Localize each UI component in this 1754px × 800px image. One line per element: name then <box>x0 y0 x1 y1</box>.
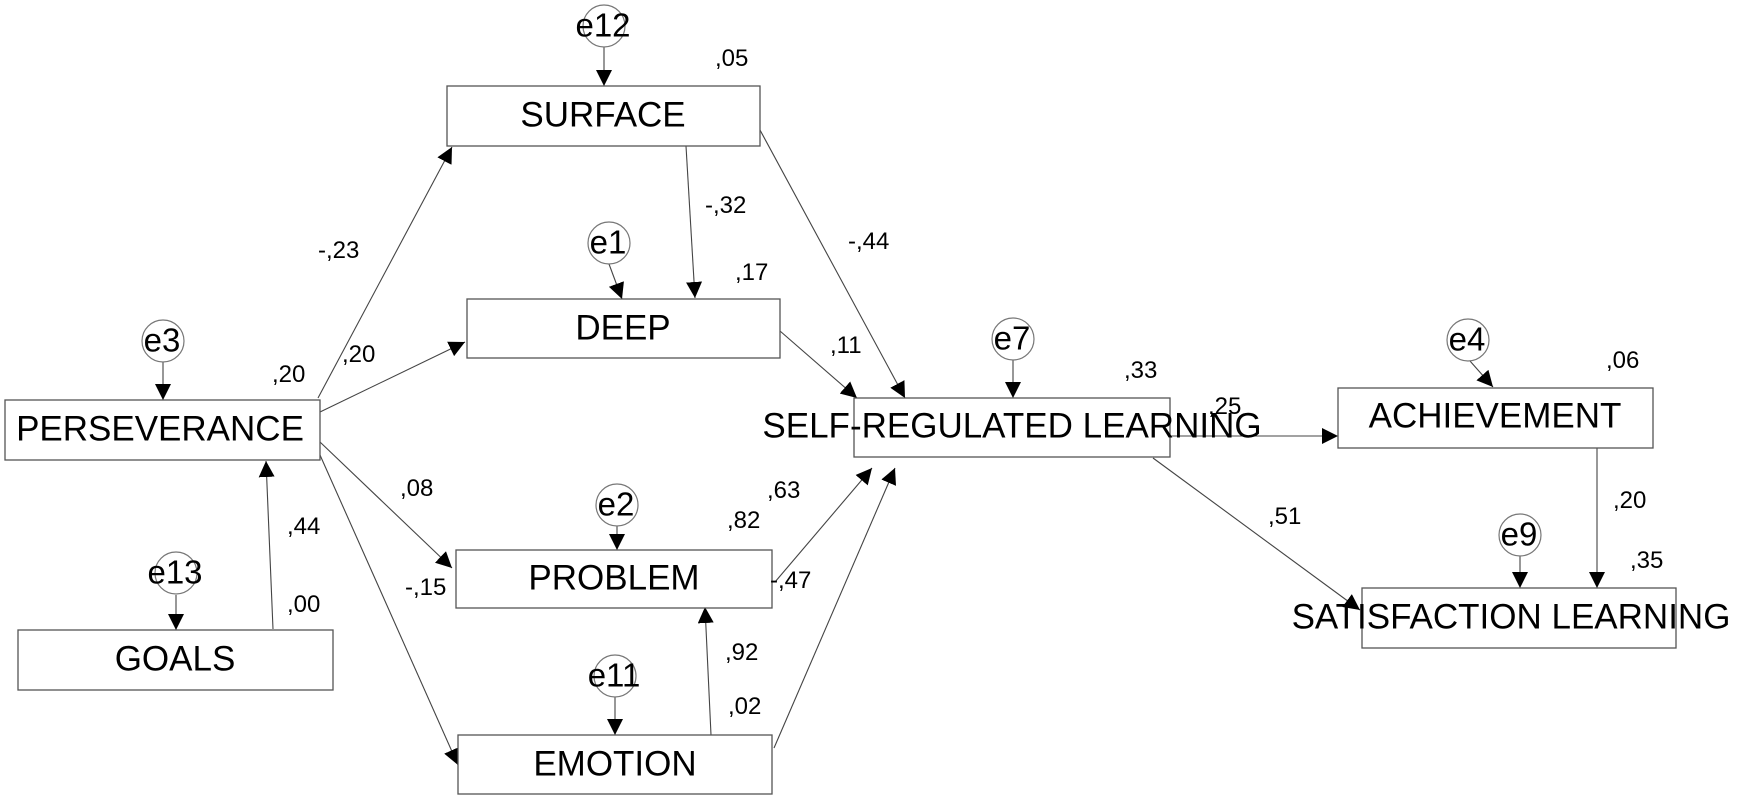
node-label-perseverance: PERSEVERANCE <box>16 409 304 448</box>
error-label-e1: e1 <box>590 224 627 261</box>
error-label-e3: e3 <box>144 322 181 359</box>
coef-emotion-srl: -,47 <box>770 567 811 594</box>
coef-deep-srl: ,11 <box>830 332 862 359</box>
coef-perseverance-problem: ,08 <box>400 475 433 502</box>
r2-surface: ,05 <box>715 45 748 72</box>
node-label-problem: PROBLEM <box>528 558 699 597</box>
error-e13: e13 <box>147 551 203 595</box>
coef-achievement-satisfaction: ,20 <box>1613 487 1646 514</box>
error-e7: e7 <box>991 317 1035 361</box>
node-label-goals: GOALS <box>115 639 236 678</box>
coef-srl-achievement: ,25 <box>1208 393 1241 420</box>
node-surface: SURFACE <box>446 85 761 147</box>
error-e1: e1 <box>587 221 631 265</box>
path-perseverance-emotion <box>319 454 459 766</box>
error-label-e13: e13 <box>147 554 202 591</box>
r2-achievement: ,06 <box>1606 347 1639 374</box>
path-goals-perseverance <box>258 460 275 630</box>
node-emotion: EMOTION <box>457 734 773 795</box>
node-deep: DEEP <box>466 298 781 359</box>
path-perseverance-surface <box>317 146 453 399</box>
path-emotion-srl <box>773 467 896 749</box>
coef-perseverance-surface: -,23 <box>318 237 359 264</box>
coef-goals-perseverance: ,44 <box>287 513 320 540</box>
node-label-deep: DEEP <box>575 308 670 347</box>
error-label-e2: e2 <box>598 486 635 523</box>
r2-srl: ,33 <box>1124 357 1157 384</box>
error-e4: e4 <box>1446 318 1490 362</box>
coef-perseverance-deep: ,20 <box>342 341 375 368</box>
coef-perseverance-emotion: -,15 <box>405 574 446 601</box>
coef-surface-srl: -,44 <box>848 228 889 255</box>
error-e3: e3 <box>141 319 185 363</box>
error-label-e7: e7 <box>994 320 1031 357</box>
node-label-emotion: EMOTION <box>533 744 696 783</box>
r2-emotion: ,02 <box>728 693 761 720</box>
r2-deep: ,17 <box>735 259 768 286</box>
node-problem: PROBLEM <box>455 549 773 609</box>
node-label-srl: SELF-REGULATED LEARNING <box>762 406 1261 445</box>
node-srl: SELF-REGULATED LEARNING <box>762 397 1262 458</box>
node-label-surface: SURFACE <box>520 95 685 134</box>
error-label-e4: e4 <box>1449 321 1486 358</box>
coef-emotion-problem: ,92 <box>725 639 758 666</box>
error-label-e9: e9 <box>1501 516 1538 553</box>
coef-srl-satisfaction: ,51 <box>1268 503 1301 530</box>
r2-perseverance: ,20 <box>272 361 305 388</box>
path-e1-deep <box>608 263 624 300</box>
path-emotion-problem <box>697 606 714 736</box>
node-goals: GOALS <box>17 629 334 691</box>
error-e9: e9 <box>1498 513 1542 557</box>
path-surface-deep <box>685 145 703 299</box>
path-surface-srl <box>759 129 906 399</box>
node-label-satisfaction: SATISFACTION LEARNING <box>1292 597 1731 636</box>
node-satisfaction: SATISFACTION LEARNING <box>1292 587 1731 649</box>
path-e4-achievement <box>1469 360 1494 388</box>
error-e11: e11 <box>588 654 641 698</box>
error-e12: e12 <box>575 4 631 48</box>
path-problem-srl <box>774 467 873 583</box>
path-deep-srl <box>779 330 858 399</box>
coef-surface-deep: -,32 <box>705 192 746 219</box>
r2-goals: ,00 <box>287 591 320 618</box>
error-label-e12: e12 <box>575 7 630 44</box>
r2-problem: ,82 <box>727 507 760 534</box>
path-perseverance-deep <box>319 341 466 413</box>
r2-satisfaction: ,35 <box>1630 547 1663 574</box>
error-label-e11: e11 <box>588 657 641 694</box>
node-achievement: ACHIEVEMENT <box>1337 387 1654 449</box>
path-srl-satisfaction <box>1152 457 1361 611</box>
coef-problem-srl: ,63 <box>767 477 800 504</box>
error-e2: e2 <box>595 483 639 527</box>
path-perseverance-problem <box>319 441 453 569</box>
node-label-achievement: ACHIEVEMENT <box>1369 396 1622 435</box>
node-perseverance: PERSEVERANCE <box>4 399 321 461</box>
